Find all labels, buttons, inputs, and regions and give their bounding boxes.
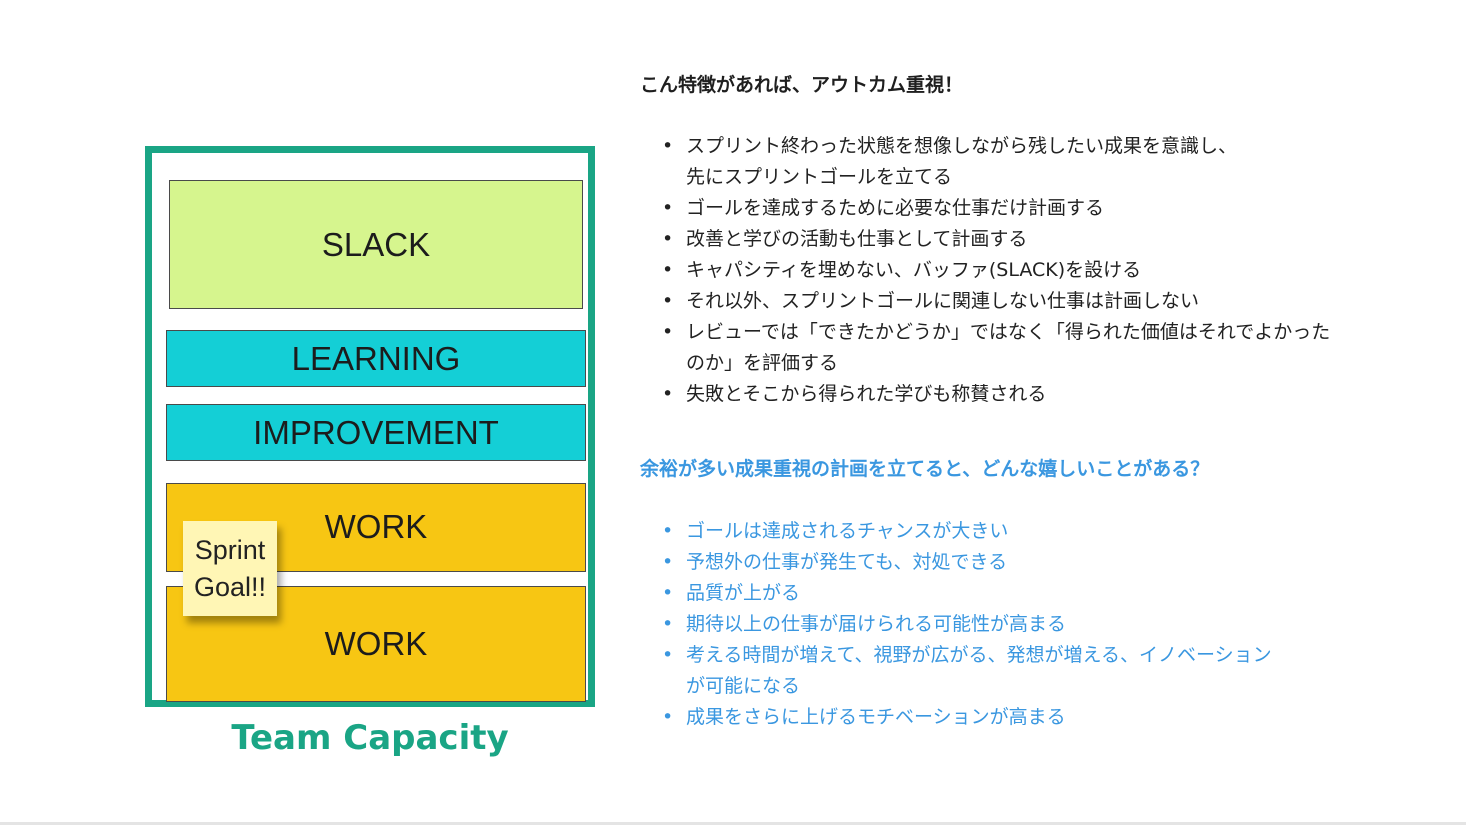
list-item-text: ゴールは達成されるチャンスが大きい bbox=[686, 520, 1009, 542]
bullet: • bbox=[662, 644, 674, 666]
list-item-text: 考える時間が増えて、視野が広がる、発想が増える、イノベーション bbox=[686, 644, 1272, 666]
list-item: • 失敗とそこから得られた学びも称賛される bbox=[662, 379, 1330, 410]
list-item: • キャパシティを埋めない、バッファ(SLACK)を設ける bbox=[662, 255, 1330, 286]
learning-block: LEARNING bbox=[166, 330, 586, 387]
team-capacity-frame: SLACK LEARNING IMPROVEMENT WORK WORK bbox=[145, 146, 595, 707]
list-item-text: ゴールを達成するために必要な仕事だけ計画する bbox=[686, 197, 1105, 219]
bullet: • bbox=[662, 228, 674, 250]
list-item-text: 期待以上の仕事が届けられる可能性が高まる bbox=[686, 613, 1067, 635]
outcome-traits-heading: こん特徴があれば、アウトカム重視！ bbox=[640, 74, 964, 96]
benefits-heading: 余裕が多い成果重視の計画を立てると、どんな嬉しいことがある？ bbox=[640, 458, 1210, 480]
list-item-text: 成果をさらに上げるモチベーションが高まる bbox=[686, 706, 1066, 728]
list-item-text-continued: のか」を評価する bbox=[686, 352, 839, 374]
improvement-label: IMPROVEMENT bbox=[253, 413, 499, 451]
bullet: • bbox=[662, 135, 674, 157]
improvement-block: IMPROVEMENT bbox=[166, 404, 586, 461]
bullet: • bbox=[662, 551, 674, 573]
outcome-traits-list: • スプリント終わった状態を想像しながら残したい成果を意識し、 先にスプリントゴ… bbox=[662, 131, 1330, 410]
work-label-bottom: WORK bbox=[324, 625, 428, 662]
list-item-text: 予想外の仕事が発生ても、対処できる bbox=[686, 551, 1008, 573]
bullet: • bbox=[662, 259, 674, 281]
list-item-text-continued: 先にスプリントゴールを立てる bbox=[686, 166, 953, 188]
sticky-note-line2: Goal!! bbox=[193, 572, 267, 602]
list-item-text: 品質が上がる bbox=[686, 582, 801, 604]
slack-label: SLACK bbox=[321, 225, 431, 263]
list-item: • それ以外、スプリントゴールに関連しない仕事は計画しない bbox=[662, 286, 1330, 317]
slack-block: SLACK bbox=[169, 180, 583, 309]
list-item-text: キャパシティを埋めない、バッファ(SLACK)を設ける bbox=[686, 259, 1142, 281]
list-item: • 期待以上の仕事が届けられる可能性が高まる bbox=[662, 609, 1272, 640]
team-capacity-title: Team Capacity bbox=[231, 718, 509, 758]
bullet: • bbox=[662, 706, 674, 728]
bullet: • bbox=[662, 321, 674, 343]
list-item: • 改善と学びの活動も仕事として計画する bbox=[662, 224, 1330, 255]
list-item-text: それ以外、スプリントゴールに関連しない仕事は計画しない bbox=[686, 290, 1200, 312]
list-item: • ゴールは達成されるチャンスが大きい bbox=[662, 516, 1272, 547]
work-label-top: WORK bbox=[324, 507, 428, 545]
list-item: • 考える時間が増えて、視野が広がる、発想が増える、イノベーション が可能になる bbox=[662, 640, 1272, 702]
bullet: • bbox=[662, 197, 674, 219]
list-item-text: 失敗とそこから得られた学びも称賛される bbox=[686, 383, 1047, 405]
list-item: • 品質が上がる bbox=[662, 578, 1272, 609]
list-item: • レビューでは「できたかどうか」ではなく「得られた価値はそれでよかった のか」… bbox=[662, 317, 1330, 379]
list-item-text-continued: が可能になる bbox=[686, 675, 801, 697]
bottom-divider bbox=[0, 822, 1466, 825]
list-item: • ゴールを達成するために必要な仕事だけ計画する bbox=[662, 193, 1330, 224]
sprint-goal-sticky-note: Sprint Goal!! bbox=[183, 521, 277, 616]
bullet: • bbox=[662, 582, 674, 604]
bullet: • bbox=[662, 290, 674, 312]
list-item-text: レビューでは「できたかどうか」ではなく「得られた価値はそれでよかった bbox=[686, 321, 1331, 343]
list-item-text: スプリント終わった状態を想像しながら残したい成果を意識し、 bbox=[686, 135, 1238, 157]
list-item: • スプリント終わった状態を想像しながら残したい成果を意識し、 先にスプリントゴ… bbox=[662, 131, 1330, 193]
bullet: • bbox=[662, 613, 674, 635]
list-item-text: 改善と学びの活動も仕事として計画する bbox=[686, 228, 1028, 250]
work-block-bottom: WORK bbox=[166, 586, 586, 702]
list-item: • 成果をさらに上げるモチベーションが高まる bbox=[662, 702, 1272, 733]
benefits-list: • ゴールは達成されるチャンスが大きい • 予想外の仕事が発生ても、対処できる … bbox=[662, 516, 1272, 733]
learning-label: LEARNING bbox=[291, 339, 461, 377]
sticky-note-line1: Sprint bbox=[194, 535, 266, 565]
list-item: • 予想外の仕事が発生ても、対処できる bbox=[662, 547, 1272, 578]
bullet: • bbox=[662, 520, 674, 542]
bullet: • bbox=[662, 383, 674, 405]
